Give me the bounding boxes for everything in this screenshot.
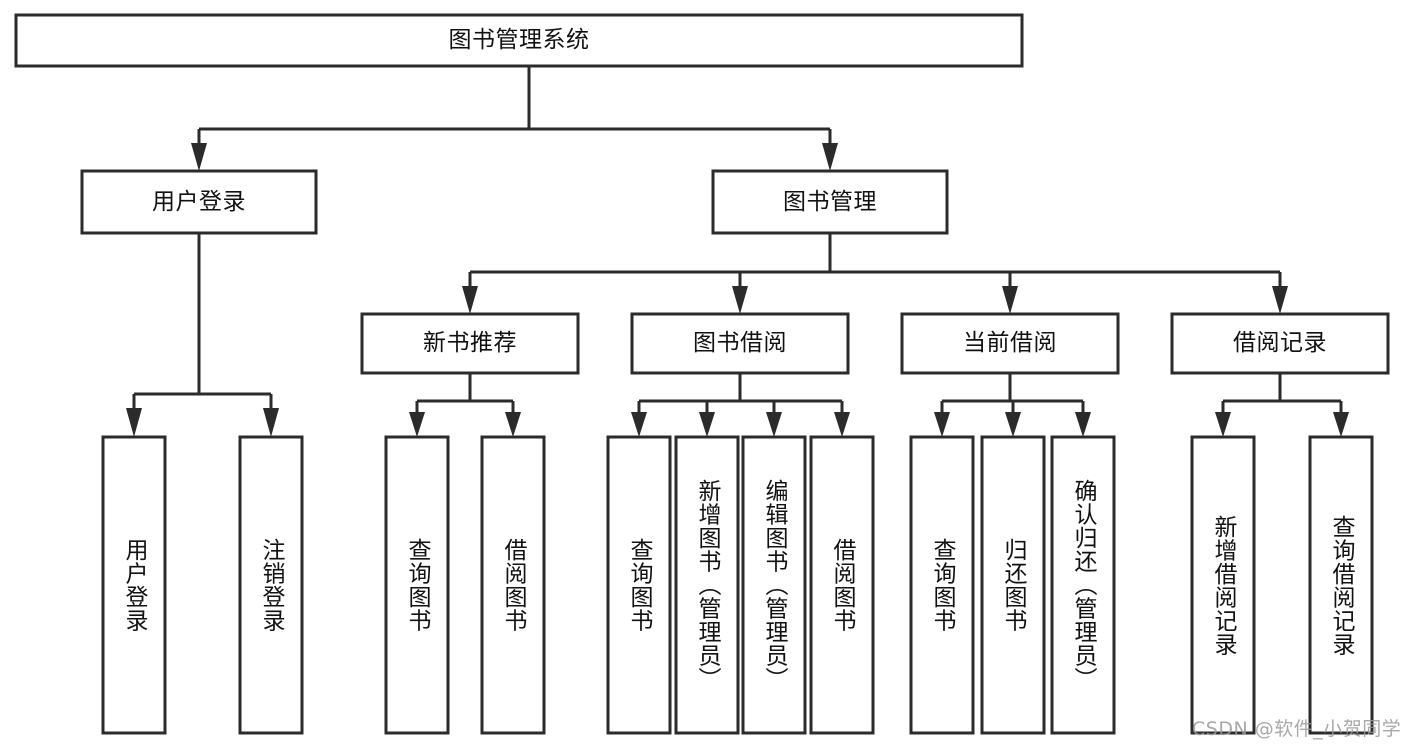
leaf-logout-login-box[interactable] (238, 435, 304, 735)
leaf-return-book-box[interactable] (980, 435, 1046, 735)
connector-borrow-record-to-leaves (1215, 373, 1349, 437)
connector-root-to-level2 (191, 66, 838, 171)
root-node-box[interactable] (14, 13, 1024, 68)
leaf-query-borrow-record-box[interactable] (1308, 435, 1374, 735)
leaf-confirm-return-admin-box[interactable] (1050, 435, 1116, 735)
node-book-borrow-box[interactable] (630, 312, 850, 375)
node-new-book-recommend-box[interactable] (360, 312, 580, 375)
leaf-query-book-recommend-box[interactable] (384, 435, 450, 735)
leaf-user-login-box[interactable] (101, 435, 167, 735)
leaf-borrow-book-box[interactable] (809, 435, 875, 735)
leaf-query-book-current-box[interactable] (909, 435, 975, 735)
leaf-edit-book-admin-box[interactable] (741, 435, 807, 735)
node-user-login-box[interactable] (80, 169, 318, 235)
leaf-query-book-borrow-box[interactable] (606, 435, 672, 735)
node-book-management-box[interactable] (711, 169, 949, 235)
connector-new-book-recommend-to-leaves (409, 373, 521, 437)
node-borrow-record-box[interactable] (1170, 312, 1390, 375)
connector-book-management-to-level3 (462, 233, 1288, 314)
connector-book-borrow-to-leaves (631, 373, 850, 437)
leaf-add-book-admin-box[interactable] (674, 435, 740, 735)
leaf-borrow-book-recommend-box[interactable] (480, 435, 546, 735)
connector-user-login-to-leaves (126, 233, 279, 437)
connector-current-borrow-to-leaves (934, 373, 1091, 437)
node-current-borrow-box[interactable] (900, 312, 1120, 375)
leaf-add-borrow-record-box[interactable] (1190, 435, 1256, 735)
